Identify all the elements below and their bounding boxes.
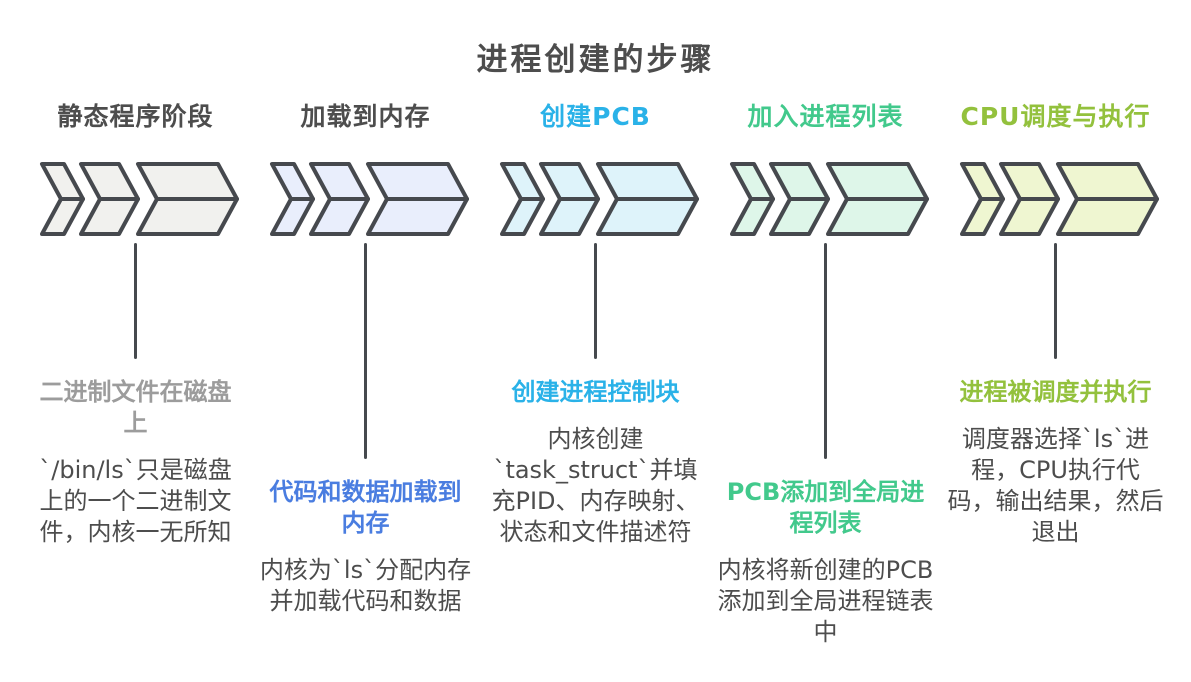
step-event-label: 进程被调度并执行 <box>959 378 1152 406</box>
step-column-static-program: 静态程序阶段 二进制文件在磁盘上 `/bin/ls`只是磁盘上的一个二进制文件，… <box>21 99 251 648</box>
step-event-label: 创建进程控制块 <box>511 378 680 406</box>
step-header: CPU调度与执行 <box>960 102 1151 131</box>
step-event-label: 代码和数据加载到内存 <box>269 478 462 537</box>
diagram-title: 进程创建的步骤 <box>476 42 715 78</box>
step-description: `/bin/ls`只是磁盘上的一个二进制文件，内核一无所知 <box>39 456 232 546</box>
chevron-arrows-icon <box>269 162 469 236</box>
step-column-join-process-list: 加入进程列表 PCB添加到全局进程列表 内核将新创建的PCB添加到全局进程链表中 <box>711 99 941 648</box>
chevron-arrows-icon <box>959 162 1159 236</box>
chevron-arrows-icon <box>729 162 929 236</box>
chevron-arrows-icon <box>499 162 699 236</box>
connector-line <box>364 243 367 459</box>
connector-line <box>1054 243 1057 359</box>
timeline-columns: 静态程序阶段 二进制文件在磁盘上 `/bin/ls`只是磁盘上的一个二进制文件，… <box>0 99 1191 648</box>
step-description: 内核为`ls`分配内存并加载代码和数据 <box>259 556 472 615</box>
step-header: 创建PCB <box>540 102 651 131</box>
step-column-create-pcb: 创建PCB 创建进程控制块 内核创建`task_struct`并填充PID、内存… <box>481 99 711 648</box>
step-column-load-to-memory: 加载到内存 代码和数据加载到内存 内核为`ls`分配内存并加载代码和数据 <box>251 99 481 648</box>
connector-line <box>134 243 137 359</box>
step-header: 加载到内存 <box>300 102 431 131</box>
step-event-label: PCB添加到全局进程列表 <box>726 478 925 537</box>
connector-line <box>594 243 597 359</box>
step-header: 静态程序阶段 <box>57 102 214 131</box>
step-header: 加入进程列表 <box>747 102 904 131</box>
step-event-label: 二进制文件在磁盘上 <box>39 378 232 437</box>
chevron-arrows-icon <box>39 162 239 236</box>
step-description: 调度器选择`ls`进程，CPU执行代码，输出结果，然后退出 <box>947 425 1164 546</box>
connector-line <box>824 243 827 459</box>
step-description: 内核创建`task_struct`并填充PID、内存映射、状态和文件描述符 <box>491 425 700 546</box>
step-column-cpu-schedule-execute: CPU调度与执行 进程被调度并执行 调度器选择`ls`进程，CPU执行代码，输出… <box>941 99 1171 648</box>
step-description: 内核将新创建的PCB添加到全局进程链表中 <box>717 556 934 646</box>
